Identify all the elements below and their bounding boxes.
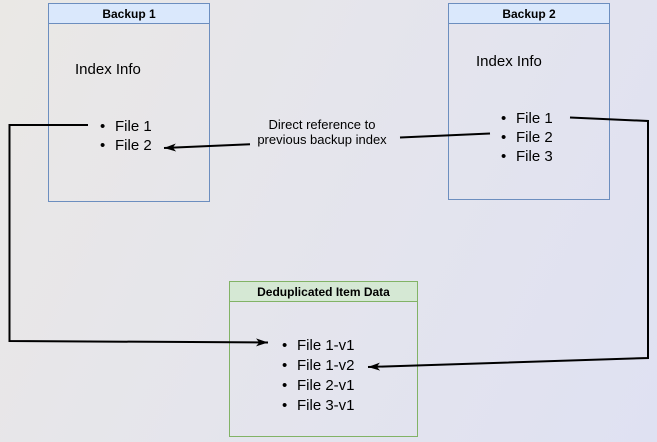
node-backup2-title: Backup 2 bbox=[449, 4, 609, 24]
list-item: File 1 bbox=[99, 117, 152, 136]
node-backup2: Backup 2 Index Info File 1 File 2 File 3 bbox=[448, 3, 610, 200]
node-backup1-title: Backup 1 bbox=[49, 4, 209, 24]
node-dedup-item-data: Deduplicated Item Data File 1-v1 File 1-… bbox=[229, 281, 418, 437]
node-backup1: Backup 1 Index Info File 1 File 2 bbox=[48, 3, 210, 202]
list-item: File 2 bbox=[99, 136, 152, 155]
list-item: File 2-v1 bbox=[281, 376, 355, 396]
list-item: File 1-v2 bbox=[281, 356, 355, 376]
node-backup1-index-label: Index Info bbox=[75, 61, 141, 78]
node-dedup-title: Deduplicated Item Data bbox=[230, 282, 417, 302]
list-item: File 1-v1 bbox=[281, 336, 355, 356]
node-backup1-file-list: File 1 File 2 bbox=[99, 117, 152, 155]
node-dedup-file-list: File 1-v1 File 1-v2 File 2-v1 File 3-v1 bbox=[281, 336, 355, 416]
edge-label-direct-reference: Direct reference to previous backup inde… bbox=[257, 117, 387, 147]
list-item: File 3-v1 bbox=[281, 396, 355, 416]
list-item: File 1 bbox=[500, 109, 553, 128]
node-backup2-index-label: Index Info bbox=[476, 53, 542, 70]
node-backup2-file-list: File 1 File 2 File 3 bbox=[500, 109, 553, 166]
list-item: File 3 bbox=[500, 147, 553, 166]
list-item: File 2 bbox=[500, 128, 553, 147]
